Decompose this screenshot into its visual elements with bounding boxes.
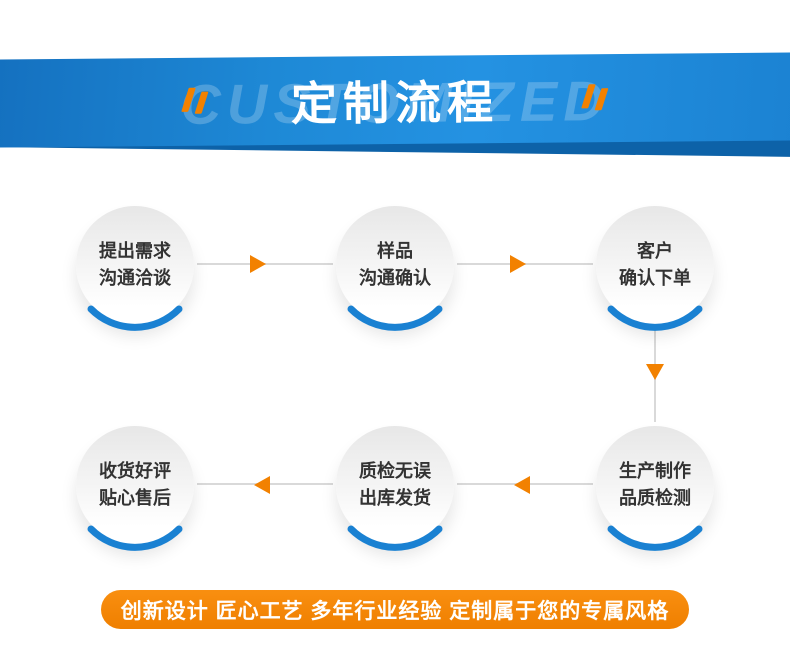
flow-step-5: 质检无误 出库发货 [336,426,454,551]
slogan-text: 创新设计 匠心工艺 多年行业经验 定制属于您的专属风格 [120,599,670,623]
decor-slashes-left-icon [181,87,209,114]
decor-slashes-right-icon [581,84,609,111]
progress-arc-icon [347,305,443,331]
flow-step-6: 收货好评 贴心售后 [76,426,194,551]
progress-arc-icon [607,525,703,551]
slash-bar-icon [194,91,209,114]
slash-bar-icon [581,84,596,109]
step-label-line1: 质检无误 [359,461,431,481]
slogan-banner: 创新设计 匠心工艺 多年行业经验 定制属于您的专属风格 [101,590,689,629]
header-ribbon: CUSTOMIZED 定制流程 [0,52,790,148]
arrow-left-icon [514,476,530,494]
flow-step-3: 客户 确认下单 [596,206,714,331]
step-label-line2: 品质检测 [619,488,691,508]
step-label-line2: 沟通确认 [359,268,431,288]
flow-step-4: 生产制作 品质检测 [596,426,714,551]
slash-bar-icon [594,88,609,111]
arrow-down-icon [646,364,664,380]
page-title: 定制流程 [290,76,500,130]
step-label-line1: 生产制作 [619,461,691,481]
step-label-line1: 客户 [637,241,673,261]
arrow-left-icon [254,476,270,494]
step-label-line1: 收货好评 [99,461,171,481]
step-label-line1: 提出需求 [99,241,171,261]
step-label-line2: 出库发货 [359,488,431,508]
flow-step-1: 提出需求 沟通洽谈 [76,206,194,331]
step-label-line1: 样品 [377,241,413,261]
step-label-line2: 贴心售后 [99,488,171,508]
slash-bar-icon [181,87,196,112]
step-label-line2: 确认下单 [619,268,691,288]
step-label-line2: 沟通洽谈 [99,268,171,288]
progress-arc-icon [87,305,183,331]
arrow-right-icon [510,255,526,273]
flow-step-2: 样品 沟通确认 [336,206,454,331]
progress-arc-icon [87,525,183,551]
progress-arc-icon [347,525,443,551]
arrow-right-icon [250,255,266,273]
progress-arc-icon [607,305,703,331]
